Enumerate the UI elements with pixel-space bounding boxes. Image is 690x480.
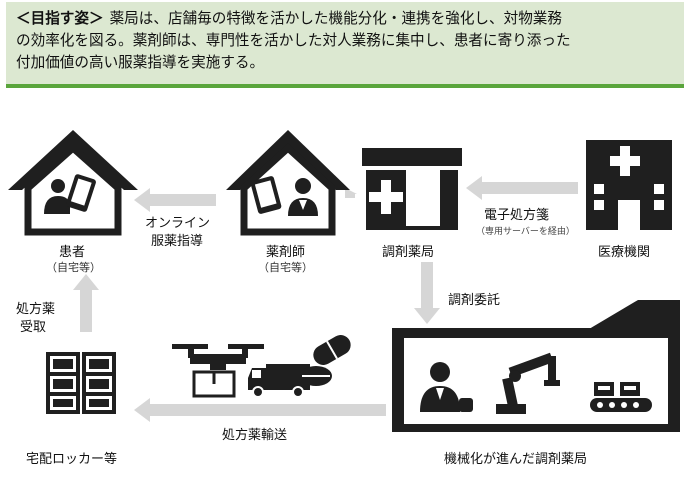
- arrow-locker-to-patient: [73, 274, 99, 332]
- robot-arm-icon: [496, 352, 560, 414]
- prescription-receipt-label-2: 受取: [20, 320, 47, 335]
- online-guidance-label-2: 服薬指導: [151, 234, 204, 249]
- robot-pharmacist-icon: [430, 362, 450, 382]
- automated-pharmacy-label: 機械化が進んだ調剤薬局: [444, 452, 588, 467]
- pharmacist-label: 薬剤師: [266, 245, 306, 260]
- delivery-locker-icon: [46, 352, 116, 414]
- banner-line-1: 薬局は、店舗毎の特徴を活かした機能分化・連携を強化し、対物業務: [109, 10, 562, 27]
- goal-banner: ＜目指す姿＞ 薬局は、店舗毎の特徴を活かした機能分化・連携を強化し、対物業務 の効…: [6, 2, 684, 88]
- arrows: [73, 176, 578, 422]
- arrow-to-locker: [134, 398, 386, 422]
- e-prescription-note: （専用サーバーを経由）: [476, 227, 575, 237]
- banner-line-3: 付加価値の高い服薬指導を実施する。: [16, 54, 265, 71]
- dispensing-request-label: 調剤委託: [448, 293, 501, 308]
- pharmacy-building-icon: [362, 148, 462, 230]
- banner-lead: ＜目指す姿＞: [16, 10, 104, 27]
- automated-pharmacy-icon: [392, 300, 680, 432]
- patient-house-icon: [8, 130, 138, 236]
- drone-icon: [172, 344, 264, 398]
- prescription-delivery-label: 処方薬輸送: [222, 428, 288, 443]
- online-guidance-label-1: オンライン: [145, 216, 211, 231]
- truck-icon: [248, 364, 310, 398]
- pharmacist-sublabel: （自宅等）: [258, 261, 313, 274]
- prescription-receipt-label-1: 処方薬: [16, 302, 56, 317]
- hospital-icon: [586, 140, 672, 230]
- pharmacist-house-icon: [226, 130, 350, 236]
- conveyor-belt-icon: [590, 382, 652, 412]
- pills-icon: [300, 335, 351, 386]
- e-prescription-label: 電子処方箋: [484, 208, 550, 223]
- arrow-medical-to-pharmacy: [466, 176, 578, 200]
- medical-institution-label: 医療機関: [598, 245, 651, 260]
- delivery-locker-label: 宅配ロッカー等: [26, 452, 118, 467]
- dispensing-pharmacy-label: 調剤薬局: [382, 245, 435, 260]
- arrow-pharmacy-to-pharmacist: [345, 188, 357, 198]
- arrow-pharmacy-down: [414, 262, 440, 324]
- arrow-pharmacist-to-patient: [134, 188, 216, 212]
- banner-line-2: の効率化を図る。薬剤師は、専門性を活かした対人業務に集中し、患者に寄り添った: [16, 32, 571, 49]
- patient-label: 患者: [59, 245, 86, 260]
- patient-sublabel: （自宅等）: [46, 261, 101, 274]
